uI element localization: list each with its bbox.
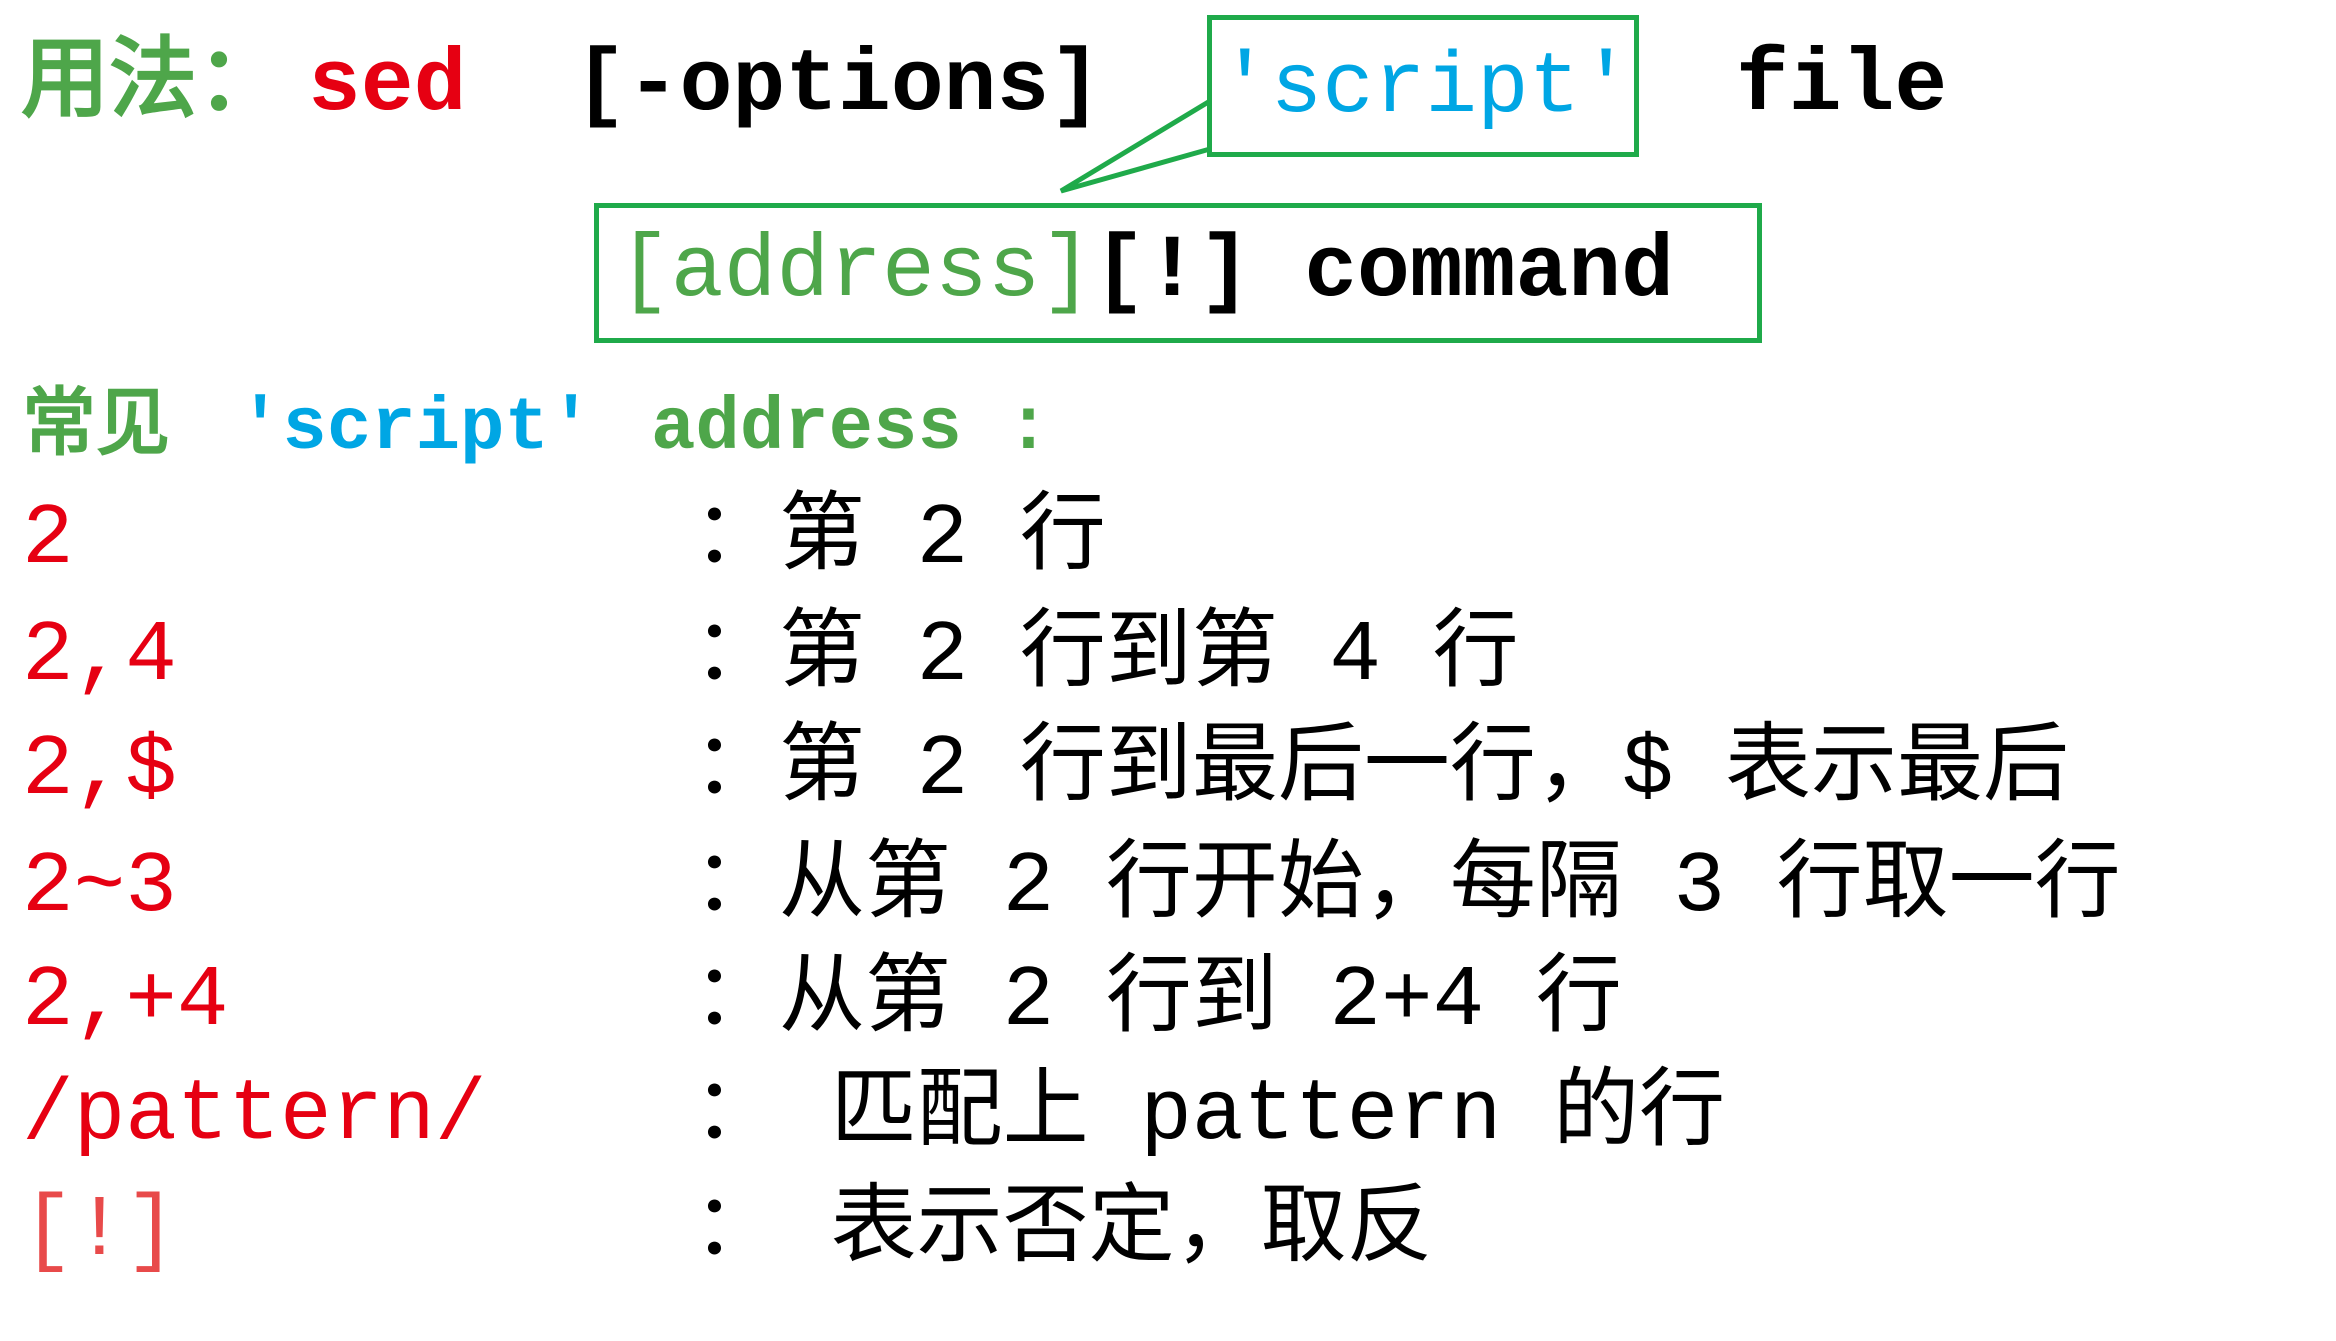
syntax-address: [address] [618,223,1094,322]
row-address: /pattern/ [22,1066,487,1164]
row-address: [!] [22,1182,177,1280]
common-address: address : [651,387,1051,471]
common-label: 常见 [22,387,170,471]
usage-command: sed [308,37,467,136]
syntax-command: [!] command [1093,223,1674,322]
row-description: ：第 2 行到第 4 行 [693,607,1519,705]
row-address: 2,4 [22,607,177,705]
script-highlight-box [1207,15,1639,157]
usage-script: 'script' [1219,39,1632,137]
script-syntax-box [594,203,1762,343]
usage-file: file [1736,37,1948,136]
usage-options: [-options] [574,37,1103,136]
row-description: ：第 2 行 [693,490,1106,588]
usage-label: 用法： [21,37,286,136]
row-description: ： 匹配上 pattern 的行 [693,1066,1726,1164]
row-description: ： 表示否定，取反 [693,1182,1433,1280]
row-address: 2~3 [22,838,177,936]
row-address: 2,+4 [22,952,229,1050]
row-address: 2 [22,490,74,588]
row-description: ：从第 2 行到 2+4 行 [693,952,1622,1050]
row-address: 2,$ [22,721,177,819]
row-description: ：从第 2 行开始，每隔 3 行取一行 [693,838,2121,936]
row-description: ：第 2 行到最后一行，$ 表示最后 [693,721,2070,819]
common-script: 'script' [238,387,594,471]
